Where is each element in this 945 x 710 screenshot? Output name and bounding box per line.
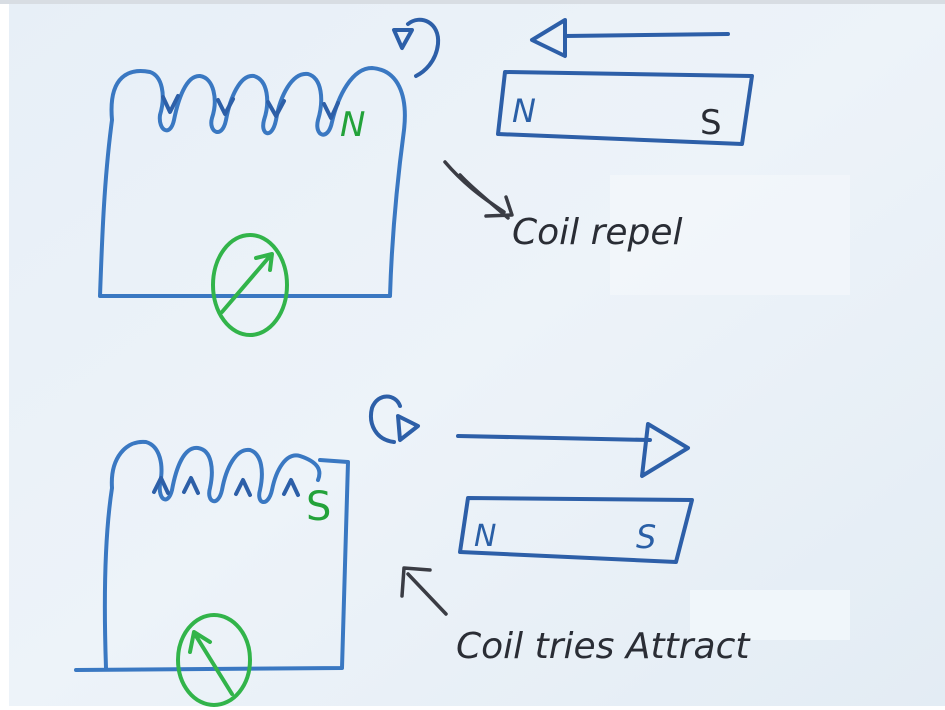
bottom-coil-arrow — [234, 478, 252, 497]
top-panel: N N S Coil repel — [98, 17, 754, 337]
bottom-coil-pole-label: S — [306, 484, 331, 530]
top-coil-arrow — [266, 99, 286, 118]
bottom-rotation-arrow — [369, 394, 402, 444]
bottom-bar-magnet — [458, 496, 694, 564]
bottom-caption: Coil tries Attract — [456, 626, 751, 667]
top-caption: Coil repel — [512, 212, 683, 253]
top-caption-pointer — [443, 160, 514, 220]
paper-background — [8, 0, 945, 706]
bottom-coil-arrow — [152, 476, 170, 495]
bottom-coil-arrow — [282, 478, 300, 497]
bottom-motion-arrow — [456, 434, 652, 442]
top-galvanometer — [211, 233, 289, 337]
top-coil-arrow — [161, 94, 180, 114]
top-motion-arrowhead — [530, 18, 567, 58]
bottom-coil-circuit — [74, 439, 350, 672]
top-galvanometer-needle — [220, 252, 274, 314]
paper-smudge — [690, 590, 850, 640]
bottom-galvanometer — [176, 613, 252, 707]
paper-left-edge — [0, 0, 9, 710]
top-coil-circuit — [98, 66, 407, 298]
top-coil-arrow — [322, 101, 340, 120]
bottom-rotation-arrowhead — [396, 414, 420, 442]
top-rotation-arrow — [406, 17, 441, 78]
top-rotation-arrowhead — [392, 28, 414, 50]
bottom-coil-arrow — [182, 476, 200, 495]
bottom-magnet-north-label: N — [474, 519, 496, 554]
top-magnet-north-label: N — [512, 92, 536, 130]
paper-top-edge — [0, 0, 945, 4]
top-bar-magnet — [496, 70, 754, 146]
bottom-caption-pointer — [400, 566, 448, 616]
bottom-galvanometer-needle — [188, 630, 234, 696]
top-coil-pole-label: N — [340, 105, 365, 145]
bottom-motion-arrowhead — [640, 422, 690, 478]
top-motion-arrow — [563, 32, 730, 38]
paper-smudge — [610, 175, 850, 295]
bottom-magnet-south-label: S — [636, 518, 656, 556]
bottom-panel: S N S Coil tries Attract — [74, 394, 751, 707]
top-coil-arrow — [216, 97, 235, 116]
top-magnet-south-label: S — [700, 103, 722, 143]
